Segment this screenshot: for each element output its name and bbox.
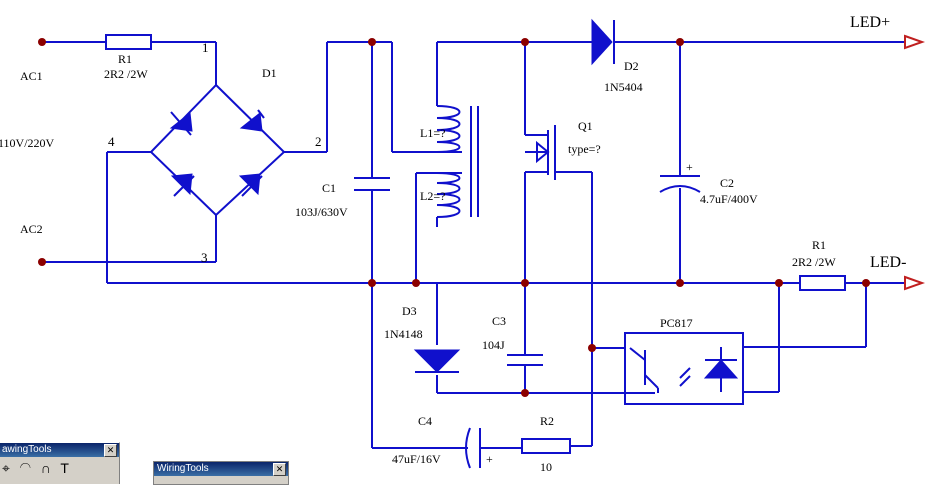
- drawing-tools-icons[interactable]: ⌖ ◠ ∩ T: [2, 460, 72, 476]
- r2-name: R2: [540, 414, 554, 428]
- c1-capacitor: [354, 177, 390, 191]
- c2-name: C2: [720, 176, 734, 190]
- wiring-tools-title: WiringTools: [157, 463, 209, 474]
- c4-capacitor: [465, 427, 481, 469]
- d3-diode: [413, 349, 461, 373]
- pin2-label: 2: [315, 134, 322, 149]
- d2-value: 1N5404: [604, 80, 643, 94]
- d1-bridge-rectifier: [149, 83, 286, 217]
- drawing-tools-title: awingTools: [2, 444, 52, 455]
- c2-capacitor: [659, 175, 701, 193]
- l2-label: L2=?: [420, 189, 445, 203]
- c4-value: 47uF/16V: [392, 452, 441, 466]
- d2-name: D2: [624, 59, 639, 73]
- close-icon[interactable]: ✕: [104, 444, 117, 457]
- close-icon[interactable]: ✕: [273, 463, 286, 476]
- r1-top-name: R1: [118, 52, 132, 66]
- junction-dots: [38, 38, 870, 397]
- r2-value: 10: [540, 460, 552, 474]
- drawing-tools-palette[interactable]: awingTools ✕ ⌖ ◠ ∩ T: [0, 442, 120, 484]
- c2-value: 4.7uF/400V: [700, 192, 758, 206]
- wiring-tools-palette[interactable]: WiringTools ✕: [153, 461, 289, 485]
- d3-name: D3: [402, 304, 417, 318]
- wiring-tools-titlebar[interactable]: WiringTools ✕: [154, 462, 288, 476]
- led-plus-label: LED+: [850, 14, 890, 31]
- pin4-label: 4: [108, 134, 115, 149]
- r1-top-value: 2R2 /2W: [104, 67, 148, 81]
- c3-value: 104J: [482, 338, 505, 352]
- d1-label: D1: [262, 66, 277, 80]
- q1-name: Q1: [578, 119, 593, 133]
- c1-name: C1: [322, 181, 336, 195]
- d3-value: 1N4148: [384, 327, 423, 341]
- r1-input-resistor: [105, 34, 152, 50]
- pin3-label: 3: [201, 250, 208, 265]
- r1-output-resistor: [799, 275, 846, 291]
- c4-plus: +: [486, 452, 493, 466]
- transformer: [436, 105, 479, 218]
- c2-plus: +: [686, 160, 693, 174]
- c3-capacitor: [507, 354, 543, 366]
- r1-out-value: 2R2 /2W: [792, 255, 836, 269]
- ac2-label: AC2: [20, 222, 43, 236]
- c1-value: 103J/630V: [295, 205, 348, 219]
- r1-out-name: R1: [812, 238, 826, 252]
- led-minus-label: LED-: [870, 254, 906, 271]
- l1-label: L1=?: [420, 126, 445, 140]
- terminals: [904, 34, 926, 291]
- pc817-label: PC817: [660, 316, 693, 330]
- ac-voltage-label: 110V/220V: [0, 136, 55, 150]
- pc817-optocoupler: [624, 332, 744, 405]
- c3-name: C3: [492, 314, 506, 328]
- wires: [42, 41, 905, 449]
- ac1-label: AC1: [20, 69, 43, 83]
- c4-name: C4: [418, 414, 432, 428]
- q1-mosfet: [525, 125, 560, 180]
- r2-resistor: [521, 438, 571, 454]
- d2-diode: [591, 18, 638, 66]
- drawing-tools-titlebar[interactable]: awingTools ✕: [0, 443, 119, 457]
- pin1-label: 1: [202, 40, 209, 55]
- q1-type: type=?: [568, 142, 601, 156]
